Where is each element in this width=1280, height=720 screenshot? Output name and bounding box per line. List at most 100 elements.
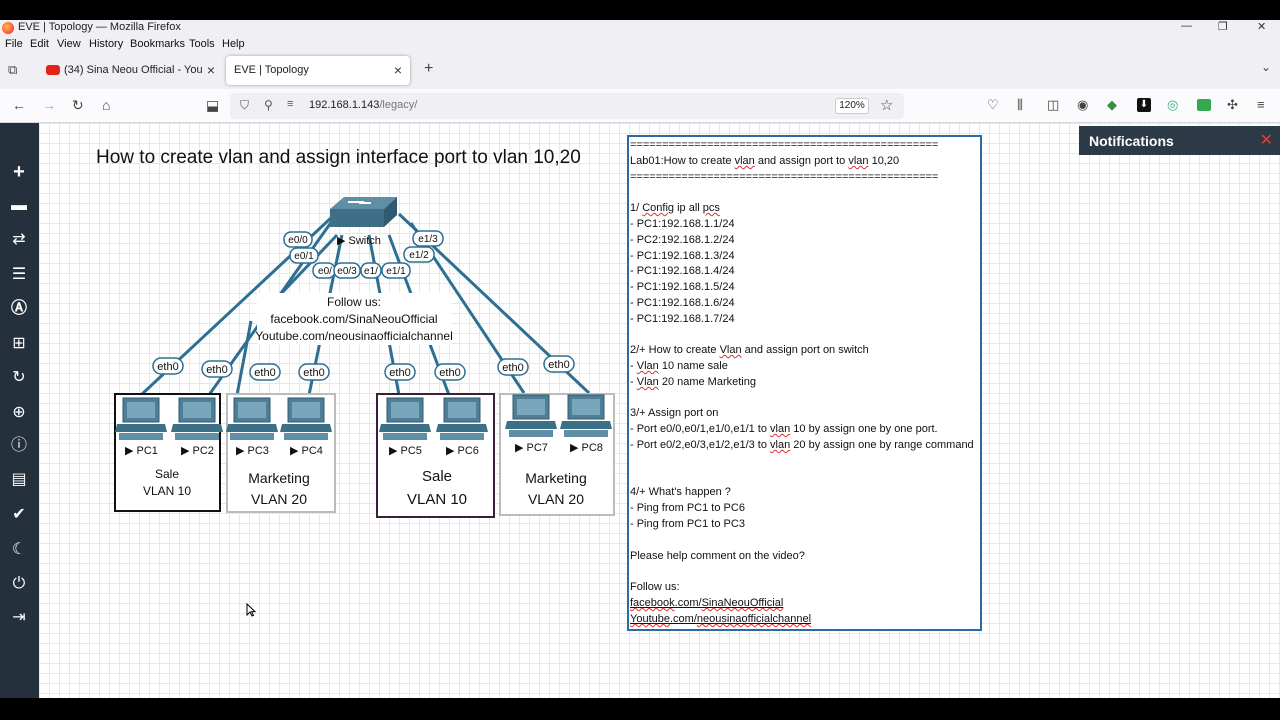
bookmark-star-icon[interactable]: ☆ [880, 97, 894, 114]
extension-icon[interactable] [1197, 99, 1211, 111]
zoom-indicator[interactable]: 120% [835, 98, 869, 114]
logout-icon[interactable]: ⇥ [12, 609, 26, 626]
notes-facebook-link[interactable]: facebook.com/SinaNeouOfficial [630, 597, 783, 609]
text-objects-icon[interactable]: Ⓐ [10, 300, 27, 317]
pc-icon[interactable]: ▶ PC2 [171, 397, 223, 457]
minimize-button[interactable]: — [1181, 20, 1192, 32]
text: and assign port to [754, 155, 849, 167]
text: pcs [702, 202, 720, 214]
pc-label: ▶ PC1 [125, 445, 158, 457]
networks-icon[interactable]: ⇄ [12, 231, 26, 248]
refresh-topology-icon[interactable]: ↻ [12, 369, 26, 386]
notes-panel[interactable]: ========================================… [627, 135, 982, 631]
port-label: e0/ [318, 266, 332, 277]
notes-youtube-link[interactable]: Youtube.com/neousinaofficialchannel [630, 613, 811, 625]
pc-label: ▶ PC2 [181, 445, 214, 457]
library-icon[interactable]: ⫼ [1017, 97, 1023, 112]
extensions-puzzle-icon[interactable]: ✣ [1227, 97, 1238, 112]
download-extension-icon[interactable]: ⬇ [1137, 98, 1151, 112]
text: 2/+ How to create [630, 344, 720, 356]
port-label: e1/3 [418, 234, 438, 245]
zoom-icon[interactable]: ⊕ [12, 404, 26, 421]
window-title: EVE | Topology — Mozilla Firefox [18, 21, 181, 33]
link-pc3b [235, 320, 253, 396]
status-icon[interactable]: ⓘ [10, 437, 27, 454]
pc-icon[interactable]: ▶ PC3 [226, 397, 278, 457]
permissions-icon[interactable]: ⚲ [264, 98, 273, 112]
shield-icon[interactable]: ⛉ [240, 98, 250, 112]
save-to-pocket-icon[interactable]: ⬓ [206, 97, 220, 113]
pocket-icon[interactable]: ♡ [987, 97, 999, 112]
firefox-icon [2, 22, 14, 34]
lab-details-icon[interactable]: ▤ [11, 471, 27, 488]
text: Youtube [630, 613, 670, 625]
pc-icon[interactable]: ▶ PC5 [379, 397, 431, 457]
url-path: /legacy/ [379, 99, 418, 111]
tab-overview-icon[interactable]: ⧉ [8, 62, 18, 77]
home-icon[interactable]: ⌂ [102, 97, 111, 113]
url-bar[interactable]: ⛉ ⚲ ≡ 192.168.1.143/legacy/ 120% ☆ [230, 93, 904, 119]
close-window-button[interactable]: ✕ [1257, 21, 1267, 33]
lock-lab-icon[interactable]: ✔ [12, 506, 26, 523]
text: 10 by assign one by one port. [790, 423, 938, 435]
pc-icon[interactable]: ▶ PC7 [505, 394, 557, 454]
mouse-cursor-icon [246, 603, 256, 617]
pc-icon[interactable]: ▶ PC1 [115, 397, 167, 457]
menu-help[interactable]: Help [222, 38, 245, 50]
url-text[interactable]: 192.168.1.143/legacy/ [309, 99, 417, 111]
tab-close-icon[interactable]: × [393, 62, 402, 78]
extension-icon[interactable]: ◆ [1107, 97, 1117, 112]
add-object-icon[interactable]: + [13, 161, 25, 183]
text: Config [642, 202, 675, 214]
menu-tools[interactable]: Tools [189, 38, 215, 50]
eth-label: eth0 [439, 367, 460, 379]
menu-history[interactable]: History [89, 38, 124, 50]
group-name: Marketing [525, 470, 586, 486]
group-vlan: VLAN 10 [407, 491, 467, 508]
new-tab-icon[interactable]: + [424, 60, 434, 77]
menu-file[interactable]: File [5, 38, 23, 50]
app-menu-icon[interactable]: ≡ [1257, 97, 1265, 112]
tab-youtube[interactable]: (34) Sina Neou Official - YouTul × [38, 56, 223, 85]
pc-icon[interactable]: ▶ PC4 [280, 397, 332, 457]
nodes-icon[interactable]: ▬ [11, 197, 27, 214]
notes-section-2: 2/+ How to create Vlan and assign port o… [630, 344, 869, 356]
text: 10 name sale [658, 360, 728, 372]
menu-edit[interactable]: Edit [30, 38, 49, 50]
pc-icon[interactable]: ▶ PC8 [560, 394, 612, 454]
back-icon[interactable]: ← [12, 97, 26, 113]
extension-icon[interactable]: ◎ [1167, 97, 1179, 112]
site-info-icon[interactable]: ≡ [287, 98, 294, 110]
text: and assign port on switch [741, 344, 869, 356]
maximize-button[interactable]: ❐ [1218, 21, 1228, 33]
text: - [630, 360, 637, 372]
menu-bookmarks[interactable]: Bookmarks [130, 38, 186, 50]
pc-icon[interactable]: ▶ PC6 [436, 397, 488, 457]
topology-canvas[interactable]: How to create vlan and assign interface … [39, 123, 1280, 698]
notifications-close-icon[interactable]: ✕ [1259, 132, 1273, 149]
dark-mode-icon[interactable]: ☾ [11, 541, 27, 558]
notes-ip: - PC1:192.168.1.4/24 [630, 265, 735, 277]
tab-youtube-label: (34) Sina Neou Official - YouTul [64, 64, 202, 76]
notifications-title: Notifications [1089, 133, 1174, 149]
notes-line: - Port e0/2,e0/3,e1/2,e1/3 to vlan 20 by… [630, 439, 974, 451]
list-tabs-icon[interactable]: ⌄ [1261, 60, 1272, 74]
forward-icon[interactable]: → [42, 97, 56, 113]
account-icon[interactable]: ◉ [1077, 97, 1089, 112]
tab-eve-topology[interactable]: EVE | Topology × [226, 56, 410, 85]
text: 20 name Marketing [658, 376, 756, 388]
more-actions-icon[interactable]: ⊞ [12, 335, 26, 352]
close-lab-icon[interactable]: ⏻ [12, 575, 26, 592]
notes-rule: ========================================… [630, 139, 939, 151]
menu-view[interactable]: View [57, 38, 81, 50]
reload-icon[interactable]: ↻ [72, 97, 84, 113]
pc-label: ▶ PC4 [290, 445, 323, 457]
startup-configs-icon[interactable]: ☰ [11, 266, 27, 283]
sidebar-toggle-icon[interactable]: ◫ [1047, 97, 1060, 112]
switch-icon[interactable] [330, 197, 397, 227]
youtube-icon [46, 65, 60, 75]
eve-sidebar: + ▬ ⇄ ☰ Ⓐ ⊞ ↻ ⊕ ⓘ ▤ ✔ ☾ ⏻ ⇥ [0, 123, 39, 698]
group-vlan: VLAN 10 [143, 484, 191, 498]
port-label: e1/1 [386, 266, 406, 277]
tab-close-icon[interactable]: × [206, 62, 215, 78]
